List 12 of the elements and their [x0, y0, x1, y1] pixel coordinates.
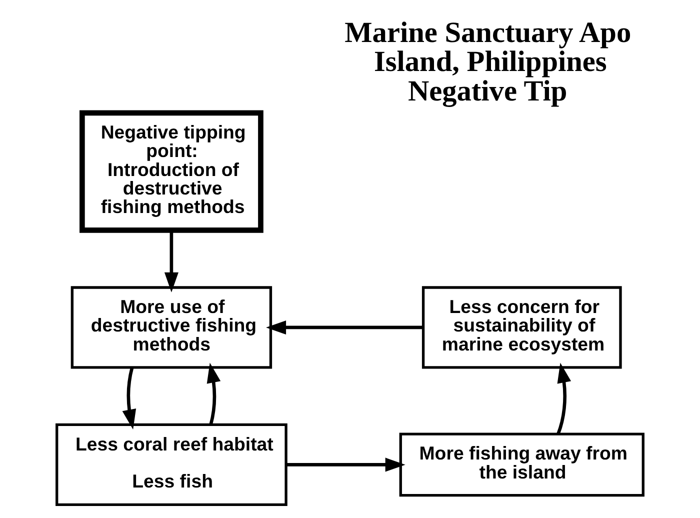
node-box: More use of destructive fishing methods	[70, 286, 272, 368]
node-box: Less coral reef habitat Less fish	[56, 422, 288, 506]
node-box: Negative tipping point: Introduction of destructive fishing methods	[80, 110, 264, 232]
arrow	[266, 320, 423, 334]
node-box: Less concern for sustainability of marine ecosystem	[422, 286, 622, 368]
arrow	[122, 366, 136, 429]
node-box: More fishing away from the island	[399, 432, 644, 496]
arrow	[164, 230, 178, 292]
arrow	[206, 362, 221, 424]
diagram-title: Marine Sanctuary Apo Island, Philippines Negative Tip	[344, 16, 632, 107]
arrow	[286, 457, 406, 472]
arrow	[556, 362, 572, 434]
